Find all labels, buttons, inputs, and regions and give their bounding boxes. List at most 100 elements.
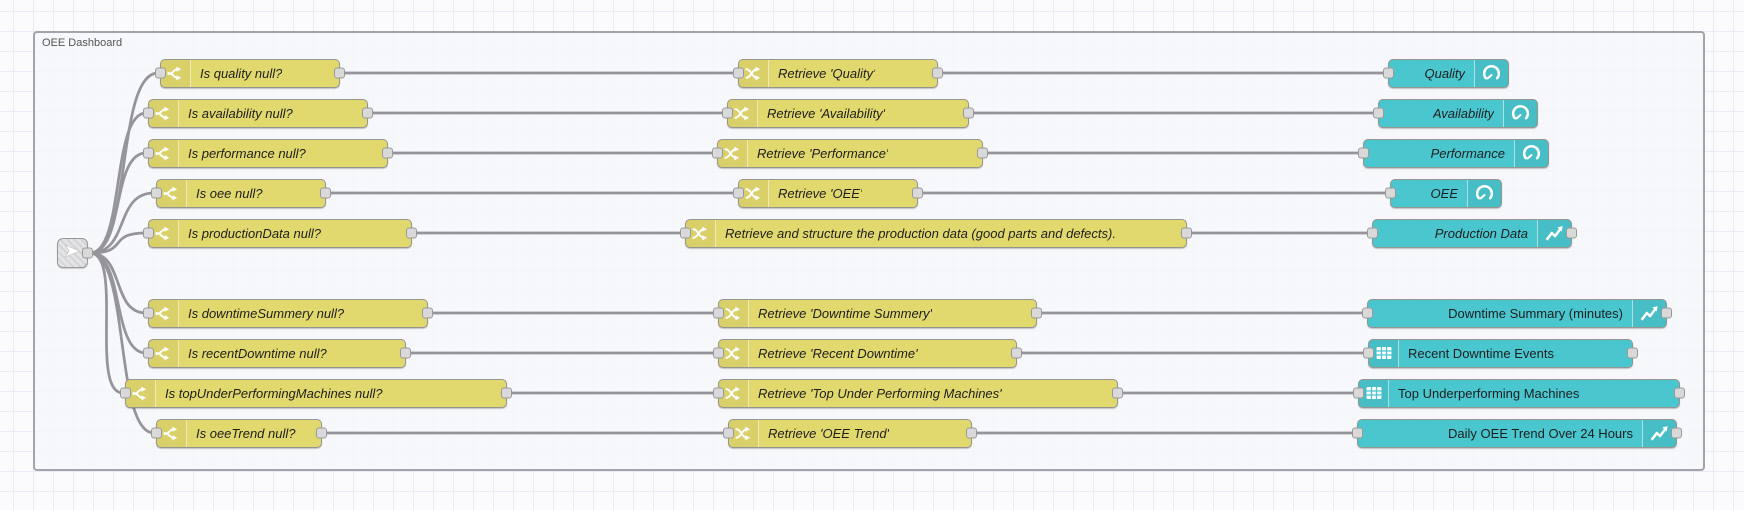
group-label: OEE Dashboard <box>42 37 123 49</box>
wire[interactable] <box>88 251 156 435</box>
input-port[interactable] <box>1385 187 1396 199</box>
input-port[interactable] <box>1373 107 1384 119</box>
input-port[interactable] <box>143 107 154 119</box>
output-port[interactable] <box>1674 387 1685 399</box>
output-port[interactable] <box>406 227 417 239</box>
output-port[interactable] <box>82 247 93 259</box>
table-icon <box>1359 379 1389 407</box>
ui-node-production-data[interactable]: Production Data <box>1367 218 1577 248</box>
input-port[interactable] <box>143 147 154 159</box>
output-port[interactable] <box>932 67 943 79</box>
output-port[interactable] <box>382 147 393 159</box>
wire[interactable] <box>88 231 148 255</box>
input-port[interactable] <box>1363 347 1374 359</box>
switch-icon <box>149 99 179 127</box>
table-icon <box>1369 339 1399 367</box>
ui-node-recent-downtime-events[interactable]: Recent Downtime Events <box>1363 338 1638 368</box>
change-node-retrieve-top-under-performing-machines[interactable]: Retrieve 'Top Under Performing Machines' <box>713 378 1123 408</box>
output-port[interactable] <box>1112 387 1123 399</box>
input-port[interactable] <box>733 187 744 199</box>
output-port[interactable] <box>1031 307 1042 319</box>
change-node-label: Retrieve 'OEE' <box>778 185 863 201</box>
input-port[interactable] <box>151 187 162 199</box>
switch-node-is-performance-null[interactable]: Is performance null? <box>143 138 393 168</box>
input-port[interactable] <box>1383 67 1394 79</box>
change-node-retrieve-oee[interactable]: Retrieve 'OEE' <box>733 178 923 208</box>
output-port[interactable] <box>400 347 411 359</box>
switch-node-is-oeetrend-null[interactable]: Is oeeTrend null? <box>151 418 327 448</box>
output-port[interactable] <box>912 187 923 199</box>
change-node-label: Retrieve 'Recent Downtime' <box>758 345 918 361</box>
change-node-retrieve-availability[interactable]: Retrieve 'Availability' <box>722 98 974 128</box>
switch-icon <box>149 299 179 327</box>
ui-node-oee[interactable]: OEE <box>1385 178 1502 208</box>
input-port[interactable] <box>722 107 733 119</box>
ui-node-label: Downtime Summary (minutes) <box>1448 305 1623 321</box>
output-port[interactable] <box>422 307 433 319</box>
input-port[interactable] <box>1352 427 1363 439</box>
switch-node-is-topunderperformingmachines-null[interactable]: Is topUnderPerformingMachines null? <box>120 378 512 408</box>
change-icon <box>686 219 716 247</box>
input-port[interactable] <box>1353 387 1364 399</box>
output-port[interactable] <box>320 187 331 199</box>
change-node-retrieve-oee-trend[interactable]: Retrieve 'OEE Trend' <box>723 418 977 448</box>
change-node-retrieve-performance[interactable]: Retrieve 'Performance' <box>712 138 988 168</box>
input-port[interactable] <box>713 307 724 319</box>
ui-node-performance[interactable]: Performance <box>1358 138 1549 168</box>
switch-node-is-quality-null[interactable]: Is quality null? <box>155 58 345 88</box>
input-port[interactable] <box>1362 307 1373 319</box>
gauge-icon <box>1467 179 1501 207</box>
ui-node-daily-oee-trend-over-24-hours[interactable]: Daily OEE Trend Over 24 Hours <box>1352 418 1682 448</box>
change-node-retrieve-downtime-summery[interactable]: Retrieve 'Downtime Summery' <box>713 298 1042 328</box>
wire[interactable] <box>88 191 156 255</box>
output-port[interactable] <box>1671 427 1682 439</box>
output-port[interactable] <box>966 427 977 439</box>
change-node-retrieve-quality[interactable]: Retrieve 'Quality' <box>733 58 943 88</box>
switch-node-is-downtimesummery-null[interactable]: Is downtimeSummery null? <box>143 298 433 328</box>
input-port[interactable] <box>1367 227 1378 239</box>
output-port[interactable] <box>1011 347 1022 359</box>
input-port[interactable] <box>712 147 723 159</box>
ui-node-downtime-summary-minutes[interactable]: Downtime Summary (minutes) <box>1362 298 1672 328</box>
output-port[interactable] <box>1627 347 1638 359</box>
input-port[interactable] <box>143 307 154 319</box>
output-port[interactable] <box>501 387 512 399</box>
wire[interactable] <box>88 151 148 255</box>
change-node-label: Retrieve 'Performance' <box>757 145 889 161</box>
wire[interactable] <box>88 251 148 355</box>
output-port[interactable] <box>1566 227 1577 239</box>
change-icon <box>739 59 769 87</box>
input-port[interactable] <box>143 347 154 359</box>
ui-node-availability[interactable]: Availability <box>1373 98 1538 128</box>
output-port[interactable] <box>1661 307 1672 319</box>
input-port[interactable] <box>120 387 131 399</box>
ui-node-label: Recent Downtime Events <box>1408 345 1554 361</box>
input-port[interactable] <box>723 427 734 439</box>
output-port[interactable] <box>1181 227 1192 239</box>
switch-node-is-oee-null[interactable]: Is oee null? <box>151 178 331 208</box>
output-port[interactable] <box>362 107 373 119</box>
change-node-retrieve-recent-downtime[interactable]: Retrieve 'Recent Downtime' <box>713 338 1022 368</box>
output-port[interactable] <box>316 427 327 439</box>
link-in-node[interactable] <box>57 238 93 268</box>
switch-node-is-productiondata-null[interactable]: Is productionData null? <box>143 218 417 248</box>
output-port[interactable] <box>334 67 345 79</box>
switch-node-is-availability-null[interactable]: Is availability null? <box>143 98 373 128</box>
input-port[interactable] <box>713 387 724 399</box>
ui-node-top-underperforming-machines[interactable]: Top Underperforming Machines <box>1353 378 1685 408</box>
change-node-retrieve-and-structure-the-production-data-good-parts-and-defects[interactable]: Retrieve and structure the production da… <box>680 218 1192 248</box>
input-port[interactable] <box>1358 147 1369 159</box>
gauge-icon <box>1514 139 1548 167</box>
input-port[interactable] <box>680 227 691 239</box>
switch-node-is-recentdowntime-null[interactable]: Is recentDowntime null? <box>143 338 411 368</box>
output-port[interactable] <box>977 147 988 159</box>
input-port[interactable] <box>155 67 166 79</box>
input-port[interactable] <box>733 67 744 79</box>
switch-node-label: Is productionData null? <box>188 225 321 241</box>
ui-node-quality[interactable]: Quality <box>1383 58 1509 88</box>
output-port[interactable] <box>963 107 974 119</box>
input-port[interactable] <box>713 347 724 359</box>
input-port[interactable] <box>151 427 162 439</box>
input-port[interactable] <box>143 227 154 239</box>
